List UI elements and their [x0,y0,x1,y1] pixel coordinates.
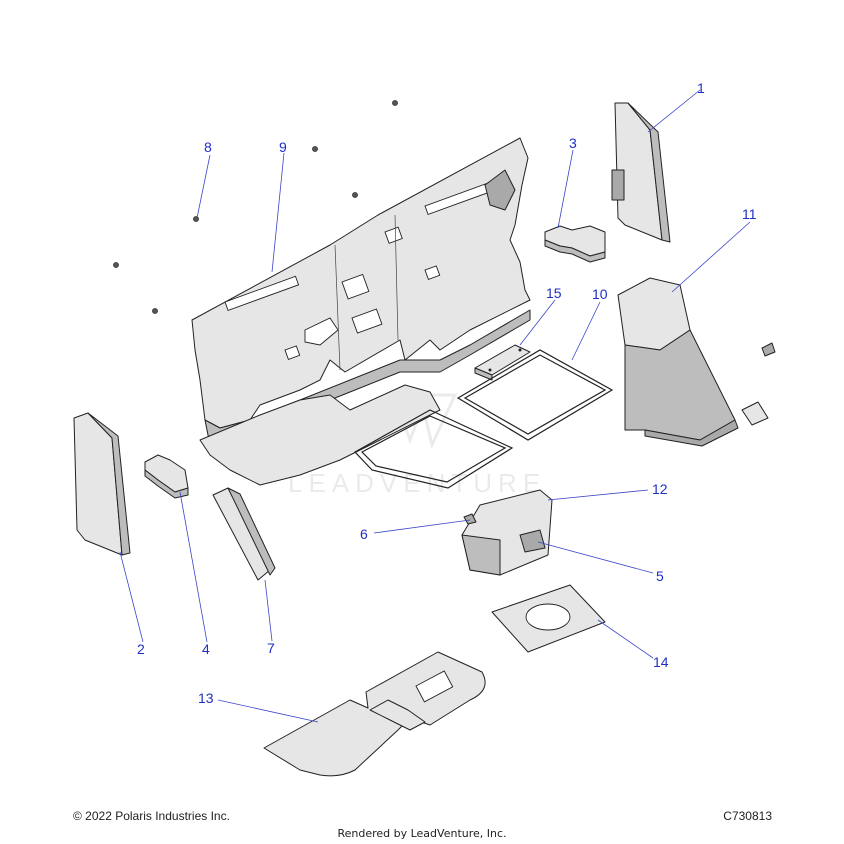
part-8-screws[interactable] [113,100,398,314]
watermark-text: LEADVENTURE [288,468,546,498]
callout-8[interactable]: 8 [204,139,212,155]
watermark: LEADVENTURE [288,393,546,498]
panel-hole [284,345,301,360]
part-6-clip [463,513,477,525]
panel-slot-left [224,275,300,312]
callout-13[interactable]: 13 [198,690,214,706]
panel-hole [424,265,441,280]
part-14-gasket-plate[interactable] [491,584,606,653]
callout-12[interactable]: 12 [652,481,668,497]
part-1-side-panel-right[interactable] [611,102,671,243]
part-11-corner-block[interactable] [617,277,776,447]
part-12-console-box[interactable] [461,489,553,576]
part-7-trim-strip[interactable] [212,487,276,581]
rendered-by-text: Rendered by LeadVenture, Inc. [337,827,507,840]
panel-hole [341,273,370,300]
pad [741,401,769,426]
callout-15[interactable]: 15 [546,285,562,301]
part-4-foam-block[interactable] [144,454,189,499]
callout-9[interactable]: 9 [279,139,287,155]
callout-7[interactable]: 7 [267,640,275,656]
part-5-vent [519,529,546,553]
callout-10[interactable]: 10 [592,286,608,302]
callout-1[interactable]: 1 [697,80,705,96]
leader-lines [119,89,751,723]
callout-4[interactable]: 4 [202,641,210,657]
callout-labels: 1 2 3 4 5 6 7 8 9 10 11 12 13 14 15 [137,80,757,706]
panel-hole [304,317,339,346]
part-10-seal-frames[interactable] [354,349,614,489]
callout-6[interactable]: 6 [360,526,368,542]
part-15-bracket[interactable] [474,344,531,381]
callout-5[interactable]: 5 [656,568,664,584]
part-2-side-panel-left[interactable] [73,412,131,556]
callout-2[interactable]: 2 [137,641,145,657]
part-3-foam-block[interactable] [544,225,606,263]
panel-hole [351,308,383,334]
callout-14[interactable]: 14 [653,654,669,670]
callout-11[interactable]: 11 [742,206,757,222]
clip [761,342,776,357]
part-13-floor-mat[interactable] [263,651,486,777]
diagram-id: C730813 [723,809,772,823]
copyright-text: © 2022 Polaris Industries Inc. [73,809,230,823]
callout-3[interactable]: 3 [569,135,577,151]
part-9-rear-panel[interactable] [191,137,531,486]
panel-cutout [484,169,516,211]
side-panel-tab [611,169,625,201]
